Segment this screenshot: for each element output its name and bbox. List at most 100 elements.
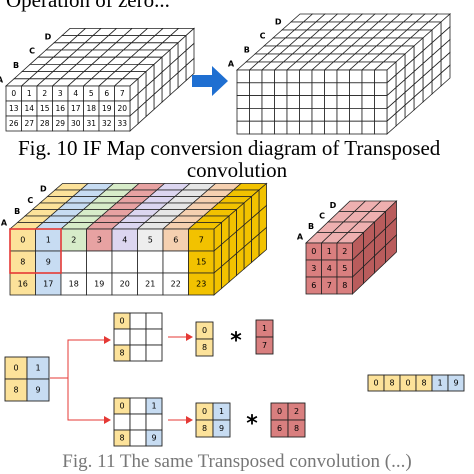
fig10-left-face-label: C <box>29 47 35 56</box>
fig11-upper-padded-cell <box>113 328 131 346</box>
fig11-kernel-cell-label: 7 <box>327 281 332 290</box>
fig10-right-front-cell <box>286 95 300 109</box>
fig10-left-face-label: A <box>0 76 4 85</box>
caption-top-partial: Operation of zero... <box>6 0 170 12</box>
fig11-lower-padded-cell <box>129 397 147 415</box>
fig11-lower-quad-value: 9 <box>219 424 224 433</box>
fig10-left-cell-label: 27 <box>24 119 34 128</box>
fig10-right-front-cell <box>286 82 300 97</box>
fig10-caption-line2: convolution <box>186 158 288 182</box>
fig11-result-row-value: 0 <box>405 379 410 388</box>
fig10-left-cell-label: 20 <box>117 104 127 113</box>
fig11-result-row-value: 8 <box>389 379 394 388</box>
fig11-lower-padded-value: 0 <box>119 402 124 411</box>
fig10-right-front-cell <box>286 120 300 135</box>
fig10-right-front-cell <box>249 69 263 84</box>
fig11-map-front-cell <box>137 250 164 274</box>
fig10-left-face-label: B <box>13 61 19 70</box>
fig10-right-front-cell <box>349 108 363 122</box>
fig10-right-front-cell <box>336 108 350 122</box>
fig11-upper-padded-cell <box>145 312 163 330</box>
fig11-upper-kernel-cell <box>255 336 274 355</box>
fig10-right-front-cell <box>249 82 263 97</box>
fig11-kernel-cell-label: 4 <box>327 264 332 273</box>
fig11-lower-padded-cell <box>145 413 163 431</box>
fig11-lower-padded-value: 9 <box>151 434 156 443</box>
fig11-upper-kernel-value: 7 <box>262 341 267 350</box>
fig11-lower-padded-cell <box>145 429 163 447</box>
fig11-upper-padded-cell <box>129 328 147 346</box>
fig11-connector-lower <box>67 378 104 421</box>
fig10-left-cell-label: 2 <box>42 89 47 98</box>
fig10-right-front-cell <box>361 82 375 97</box>
fig10-left-face-label: D <box>45 32 52 41</box>
fig11-input-value: 9 <box>35 386 40 395</box>
fig10-left-cell-label: 26 <box>9 119 19 128</box>
fig11-map-front-cell <box>86 250 113 274</box>
fig11-input-cell <box>26 378 50 402</box>
fig10-left-cell-label: 17 <box>71 104 81 113</box>
fig11-lower-padded-value: 1 <box>151 402 156 411</box>
fig10-right-front-cell <box>274 69 288 84</box>
fig10-right-front-cell <box>349 82 363 97</box>
fig11-lower-padded-cell <box>113 413 131 431</box>
fig10-right-front-cell <box>286 69 300 84</box>
fig10-right-front-cell <box>374 108 388 122</box>
fig10-right-front-cell <box>324 69 338 84</box>
fig10-right-front-cell <box>299 95 313 109</box>
fig11-lower-quad-value: 1 <box>219 407 224 416</box>
fig11-kernel-front-cell <box>336 276 353 295</box>
fig11-map-cell-label: 16 <box>18 280 28 289</box>
fig11-map-cell-label: 21 <box>145 280 155 289</box>
fig11-map-face-label: B <box>14 207 20 216</box>
fig11-upper-kernel-value: 1 <box>262 324 267 333</box>
fig11-kernel-face-label: A <box>297 233 304 242</box>
fig10-left-cell-label: 6 <box>104 89 109 98</box>
fig11-map-cell-label: 2 <box>71 236 76 245</box>
fig11-lower-padded-cell <box>129 413 147 431</box>
fig11-map-face-label: C <box>27 196 33 205</box>
fig10-right-face-label: A <box>228 60 235 69</box>
fig11-upper-padded-value: 0 <box>119 317 124 326</box>
fig11-map-cell-label: 15 <box>196 258 206 267</box>
fig11-multiply-lower: * <box>246 412 258 437</box>
fig10-right-front-cell <box>324 108 338 122</box>
fig10-left-cell-label: 28 <box>40 119 50 128</box>
fig11-lower-kernel-value: 8 <box>294 424 299 433</box>
fig10-right-front-cell <box>324 82 338 97</box>
fig10-left-cell-label: 30 <box>71 119 81 128</box>
fig10-right-front-cell <box>311 82 325 97</box>
fig10-right-front-cell <box>336 82 350 97</box>
fig11-upper-padded-cell <box>145 328 163 346</box>
fig10-right-front-cell <box>236 95 250 109</box>
fig10-right-front-cell <box>236 120 250 135</box>
fig10-right-front-cell <box>336 95 350 109</box>
fig11-map-cell-label: 4 <box>122 236 127 245</box>
fig10-right-front-cell <box>324 120 338 135</box>
fig11-kernel-face-label: C <box>319 212 325 221</box>
fig11-lower-kernel-value: 6 <box>277 424 282 433</box>
fig10-left-cell-label: 5 <box>89 89 94 98</box>
fig11-input-value: 0 <box>13 364 18 373</box>
fig11-lower-kernel-value: 0 <box>277 407 282 416</box>
fig11-lower-padded-value: 8 <box>119 434 124 443</box>
fig11-upper-padded-cell <box>129 312 147 330</box>
fig10-right-front-cell <box>311 95 325 109</box>
fig10-left-cell-label: 15 <box>40 104 50 113</box>
fig10-right-front-cell <box>349 120 363 135</box>
fig10-right-front-cell <box>261 108 275 122</box>
fig10-right-front-cell <box>324 95 338 109</box>
fig11-map-cell-label: 17 <box>43 280 53 289</box>
fig10-left-cell-label: 13 <box>9 104 19 113</box>
fig11-upper-pair-cell <box>195 338 214 357</box>
fig11-result-row-value: 0 <box>373 379 378 388</box>
fig11-highlight-box <box>9 228 62 274</box>
fig10-left-cell-label: 29 <box>55 119 65 128</box>
fig11-map-front-cell <box>162 250 189 274</box>
fig10-caption-line1: Fig. 10 IF Map conversion diagram of Tra… <box>18 136 441 160</box>
fig10-right-front-cell <box>361 120 375 135</box>
fig10-right-front-cell <box>374 120 388 135</box>
fig10-right-front-cell <box>299 108 313 122</box>
fig11-connector-upper <box>50 339 104 379</box>
fig11-result-row-value: 1 <box>437 379 442 388</box>
